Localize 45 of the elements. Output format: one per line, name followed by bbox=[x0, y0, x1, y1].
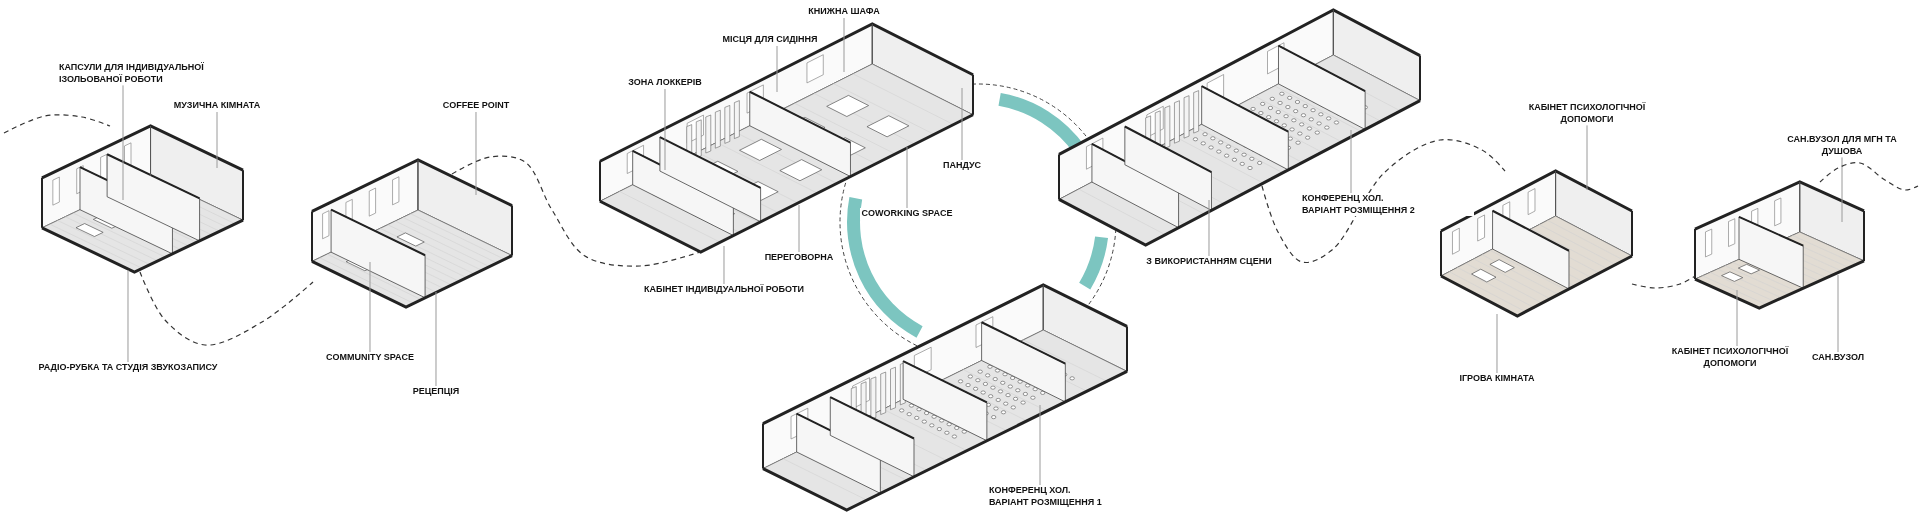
room-label: КОНФЕРЕНЦ ХОЛ. ВАРІАНТ РОЗМІЩЕННЯ 2 bbox=[1300, 193, 1474, 217]
leader-line bbox=[435, 291, 437, 387]
room-label: РАДІО-РУБКА ТА СТУДІЯ ЗВУКОЗАПИСУ bbox=[36, 362, 220, 374]
floor-plan-drawing bbox=[763, 285, 1127, 510]
floor-plan-drawing bbox=[1695, 182, 1864, 308]
dashed-path-line bbox=[1261, 139, 1506, 264]
leader-line bbox=[1586, 124, 1588, 191]
leader-line bbox=[1837, 274, 1839, 353]
leader-line bbox=[723, 245, 725, 285]
leader-line bbox=[122, 84, 124, 201]
floor-plan-drawing bbox=[1059, 10, 1420, 245]
room-label: КАБІНЕТ ІНДИВІДУАЛЬНОЇ РОБОТИ bbox=[642, 284, 806, 296]
leader-line bbox=[127, 269, 129, 363]
dashed-path-line bbox=[1631, 275, 1696, 289]
dashed-path-line bbox=[139, 271, 314, 346]
room-label: COFFEE POINT bbox=[440, 100, 512, 112]
leader-line bbox=[961, 87, 963, 161]
leader-line bbox=[1208, 199, 1210, 257]
room-label: З ВИКОРИСТАННЯМ СЦЕНИ bbox=[1144, 256, 1274, 268]
dashed-path-line bbox=[451, 155, 701, 267]
dashed-path-line bbox=[3, 114, 111, 134]
floor-plan-drawing bbox=[1441, 171, 1632, 316]
leader-line bbox=[843, 17, 845, 73]
leader-line bbox=[1350, 129, 1352, 194]
floor-plan-drawing bbox=[312, 160, 512, 307]
room-label: РЕЦЕПЦІЯ bbox=[410, 386, 462, 398]
leader-line bbox=[776, 45, 778, 93]
leader-line bbox=[664, 88, 666, 171]
room-label: COWORKING SPACE bbox=[859, 208, 955, 220]
leader-line bbox=[1841, 156, 1843, 223]
leader-line bbox=[1039, 404, 1041, 486]
room-label: ПАНДУС bbox=[940, 160, 984, 172]
leader-line bbox=[1736, 289, 1738, 347]
room-label: ЗОНА ЛОККЕРІВ bbox=[626, 77, 704, 89]
room-label: КНИЖНА ШАФА bbox=[806, 6, 882, 18]
leader-line bbox=[1496, 313, 1498, 374]
room-label: МІСЦЯ ДЛЯ СИДІННЯ bbox=[720, 34, 820, 46]
leader-line bbox=[906, 146, 908, 209]
leader-line bbox=[798, 204, 800, 253]
leader-line bbox=[369, 261, 371, 353]
leader-line bbox=[216, 111, 218, 169]
dashed-path-line bbox=[1819, 162, 1919, 191]
leader-line bbox=[475, 111, 477, 196]
floor-plan-drawing bbox=[42, 126, 243, 272]
room-label: МУЗИЧНА КІМНАТА bbox=[171, 100, 263, 112]
